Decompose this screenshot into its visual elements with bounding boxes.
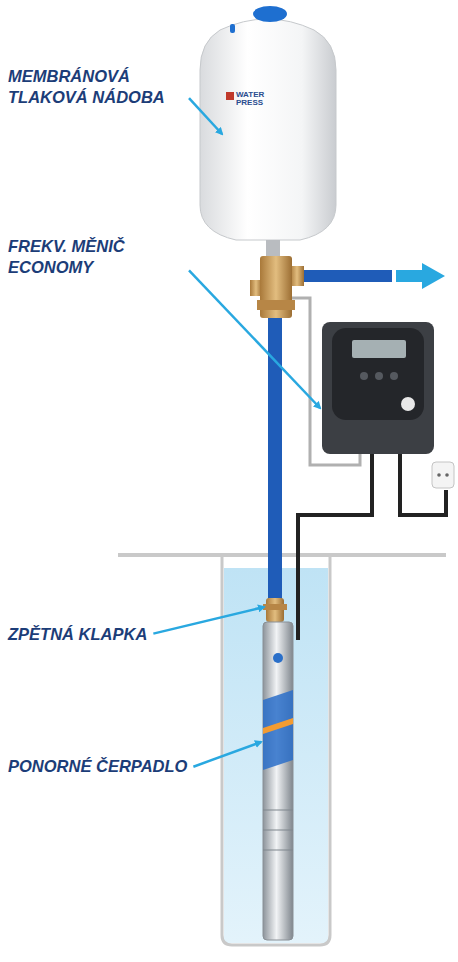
power-socket	[432, 462, 454, 488]
pump-cable	[298, 454, 372, 640]
inverter-panel	[332, 328, 424, 420]
pump-logo	[273, 653, 283, 663]
part-label: MEMBRÁNOVÁ TLAKOVÁ NÁDOBA	[8, 66, 183, 109]
part-label: ZPĚTNÁ KLAPKA	[8, 624, 147, 645]
pump-ridge	[263, 810, 293, 811]
inverter-button	[360, 372, 368, 380]
tank-valve	[230, 24, 235, 33]
inverter-housing	[322, 322, 434, 454]
leader-arrow	[153, 607, 264, 634]
socket-hole	[437, 473, 441, 477]
inverter-display	[352, 340, 406, 358]
well-water	[224, 568, 328, 943]
pump-stripe	[263, 690, 293, 770]
pump-stripe-accent	[263, 718, 293, 734]
part-label: PONORNÉ ČERPADLO	[8, 756, 187, 777]
outlet-pipe	[300, 270, 392, 282]
inverter-button	[390, 372, 398, 380]
part-label: FREKV. MĚNIČ ECONOMY	[8, 236, 183, 279]
inverter-logo	[401, 397, 415, 411]
leader-arrow	[193, 742, 261, 767]
fitting-port	[290, 266, 304, 286]
leader-arrow	[189, 98, 222, 134]
pump-ridge	[263, 850, 293, 851]
inverter-button	[375, 372, 383, 380]
tank-logo-mark	[226, 92, 234, 100]
check-valve-nut	[263, 604, 287, 610]
socket-hole	[445, 473, 449, 477]
leader-arrow	[189, 270, 320, 408]
brand-logo-text: WATER PRESS	[236, 91, 276, 108]
fitting-nut	[257, 300, 295, 310]
tank-cap	[253, 6, 287, 22]
pressure-tank	[200, 19, 336, 240]
submersible-pump	[263, 622, 293, 940]
pump-ridge	[263, 830, 293, 831]
flow-arrow	[396, 263, 445, 289]
tank-stem	[266, 240, 280, 258]
